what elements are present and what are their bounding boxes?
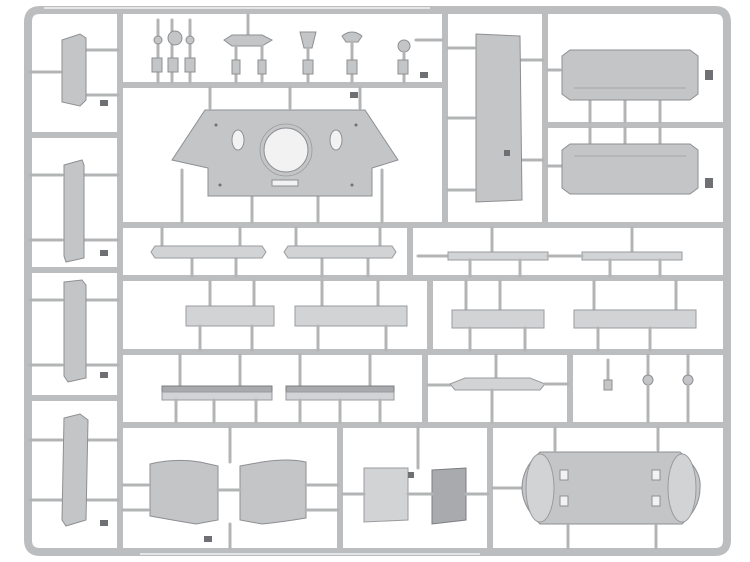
- top-small-parts: [151, 13, 444, 84]
- tall-plate-part: [446, 33, 545, 203]
- outer-runner-frame: [24, 6, 731, 556]
- hull-plate-part: [171, 86, 399, 224]
- left-column-parts: [28, 33, 120, 527]
- bottom-row-parts: [121, 426, 701, 550]
- strip-parts: [150, 226, 697, 424]
- internal-runners: [27, 9, 728, 553]
- housing-parts: [546, 49, 713, 195]
